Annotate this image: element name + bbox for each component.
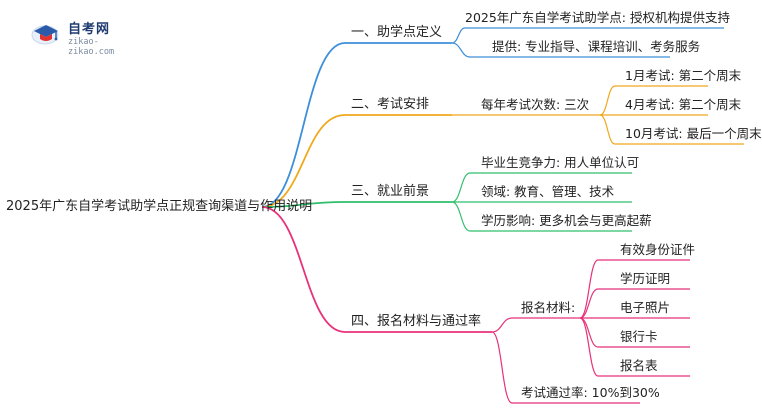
branch-1-connector [261,42,346,208]
branch-4-subitem-4: 银行卡 [620,329,658,344]
branch-4-item-1-connector [491,317,513,333]
branch-2-subitem-1: 1月考试: 第二个周末 [625,68,742,83]
branch-4-subitem-4-connector [579,317,599,348]
branch-1-item-2-connector [451,42,471,58]
branch-4-subitem-1: 有效身份证件 [620,242,696,257]
branch-2-subitem-3-connector [599,114,616,145]
logo-url: zikao-zikao.com [68,37,115,57]
branch-1-item-2: 提供: 专业指导、课程培训、考务服务 [492,39,701,54]
branch-4-subitem-2: 学历证明 [620,271,671,286]
branch-3-item-3: 学历影响: 更多机会与更高起薪 [481,213,652,228]
branch-4-subitem-2-connector [579,288,599,319]
branch-2-connector [261,114,346,208]
logo-title: 自考网 [68,22,111,37]
branch-4-subitem-5-connector [579,317,599,377]
branch-3-title: 三、就业前景 [351,184,430,199]
branch-2-subitem-2: 4月考试: 第二个周末 [625,97,742,112]
branch-4-item-2-connector [491,331,513,404]
branch-4-subitem-5: 报名表 [620,358,658,373]
branch-2-subitem-3: 10月考试: 最后一个周末 [625,126,762,141]
branch-1-title: 一、助学点定义 [351,25,443,40]
branch-2-item-1: 每年考试次数: 三次 [481,97,590,112]
branch-2-subitem-1-connector [599,85,616,116]
branch-3-item-3-connector [451,201,471,232]
branch-2-title: 二、考试安排 [351,97,430,112]
branch-3-item-2: 领域: 教育、管理、技术 [481,184,615,199]
branch-4-title: 四、报名材料与通过率 [351,314,482,329]
branch-4-connector [261,206,346,333]
branch-3-item-1-connector [451,172,471,203]
branch-1-item-1: 2025年广东自学考试助学点: 授权机构提供支持 [465,10,730,25]
branch-4-subitem-1-connector [579,259,599,319]
branch-1-item-1-connector [451,27,466,44]
graduation-cap-icon [31,25,59,45]
site-logo[interactable]: 自考网 zikao-zikao.com [31,18,141,57]
branch-4-item-2: 考试通过率: 10%到30% [521,385,660,400]
root-topic: 2025年广东自学考试助学点正规查询渠道与作用说明 [6,199,313,214]
branch-3-connector [261,201,346,208]
branch-4-item-1: 报名材料: [521,300,576,315]
branch-3-item-1: 毕业生竞争力: 用人单位认可 [481,155,640,170]
branch-4-subitem-3: 电子照片 [620,300,671,315]
